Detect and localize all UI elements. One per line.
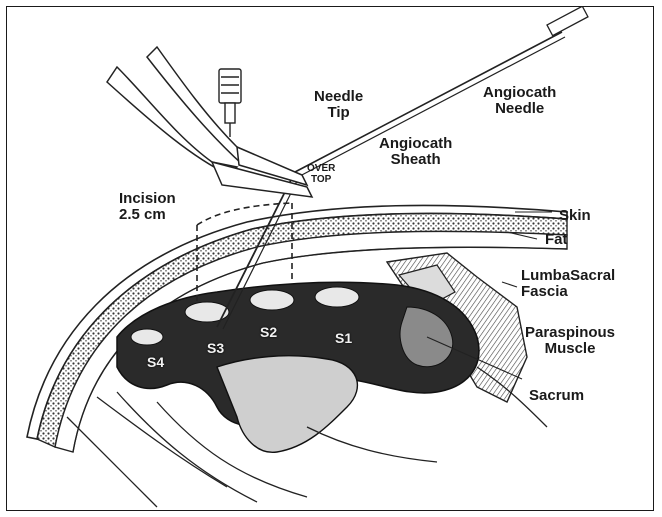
label-skin: Skin [559, 208, 591, 224]
vertebra-s1: S1 [335, 330, 352, 346]
hemostat-instrument [107, 47, 312, 197]
vertebra-s4: S4 [147, 354, 164, 370]
label-needle-tip: Needle Tip [314, 89, 363, 121]
diagram-frame: Needle Tip OVER TOP Angiocath Needle Ang… [6, 6, 654, 511]
label-sacrum: Sacrum [529, 388, 584, 404]
sacrum-body [117, 282, 479, 452]
vertebra-s3: S3 [207, 340, 224, 356]
anatomy-illustration [7, 7, 654, 511]
syringe [219, 69, 241, 137]
label-lumbosacral-fascia: LumbaSacral Fascia [521, 268, 615, 300]
vertebra-s2: S2 [260, 324, 277, 340]
label-paraspinous-muscle: Paraspinous Muscle [525, 325, 615, 357]
label-fat: Fat [545, 232, 568, 248]
label-over-top: OVER TOP [307, 163, 335, 185]
label-incision: Incision 2.5 cm [119, 191, 176, 223]
label-angiocath-needle: Angiocath Needle [483, 85, 556, 117]
label-angiocath-sheath: Angiocath Sheath [379, 136, 452, 168]
